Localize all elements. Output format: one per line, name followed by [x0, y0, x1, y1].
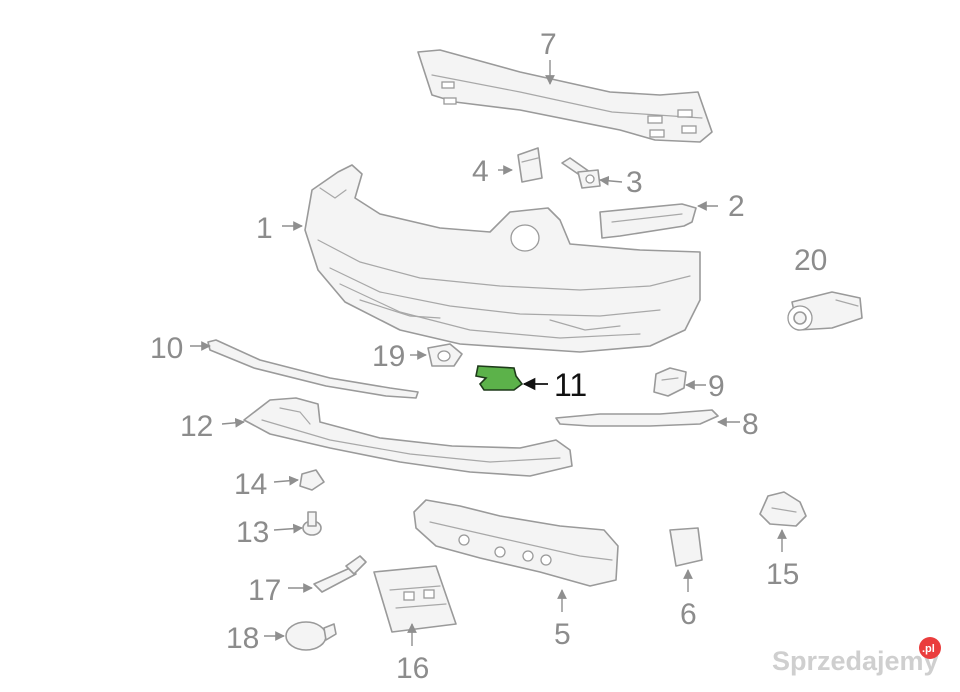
part-3-bolt [561, 157, 601, 189]
callout-1: 1 [256, 212, 273, 245]
callout-10: 10 [150, 332, 183, 365]
callout-12: 12 [180, 410, 213, 443]
callout-16: 16 [396, 652, 429, 685]
part-10-trim-strip [207, 339, 419, 399]
callout-8: 8 [742, 408, 759, 441]
part-15-bracket-clip [759, 491, 807, 527]
callout-3: 3 [626, 166, 643, 199]
part-8-trim-strip [555, 409, 719, 427]
part-9-clip [653, 367, 687, 397]
callout-9: 9 [708, 370, 725, 403]
part-6-plate [669, 527, 703, 567]
watermark-badge-icon [919, 637, 941, 659]
callout-labels: 7 4 3 1 2 20 10 19 11 9 8 12 14 13 15 17… [150, 28, 827, 685]
leader-lines [190, 60, 787, 646]
part-14-nut [299, 469, 325, 491]
part-18-fog-cover [285, 621, 337, 651]
part-1-bumper-cover [304, 164, 701, 353]
part-5-lower-beam [413, 499, 619, 587]
watermark-text: Sprzedajemy [772, 646, 939, 676]
part-4-clip [517, 147, 543, 183]
callout-19: 19 [372, 340, 405, 373]
part-19-cap [427, 343, 463, 367]
part-7-reinforcement-beam [417, 49, 713, 143]
callout-15: 15 [766, 558, 799, 591]
callout-17: 17 [248, 574, 281, 607]
part-11-highlighted-bracket [475, 365, 524, 391]
watermark-badge-text: .pl [922, 643, 935, 655]
callout-5: 5 [554, 618, 571, 651]
part-2-bracket [599, 203, 697, 239]
part-17-push-pin [313, 555, 367, 593]
part-20-parking-sensor [787, 291, 863, 331]
callout-14: 14 [234, 468, 267, 501]
callout-6: 6 [680, 598, 697, 631]
callout-13: 13 [236, 516, 269, 549]
callout-4: 4 [472, 155, 489, 188]
callout-7: 7 [540, 28, 557, 61]
callout-20: 20 [794, 244, 827, 277]
watermark: Sprzedajemy .pl [772, 637, 941, 676]
callout-2: 2 [728, 190, 745, 223]
callout-11-highlighted: 11 [554, 367, 587, 403]
part-16-license-bracket [373, 565, 457, 633]
callout-18: 18 [226, 622, 259, 655]
part-12-lower-spoiler [243, 397, 573, 477]
part-13-screw [302, 511, 322, 536]
